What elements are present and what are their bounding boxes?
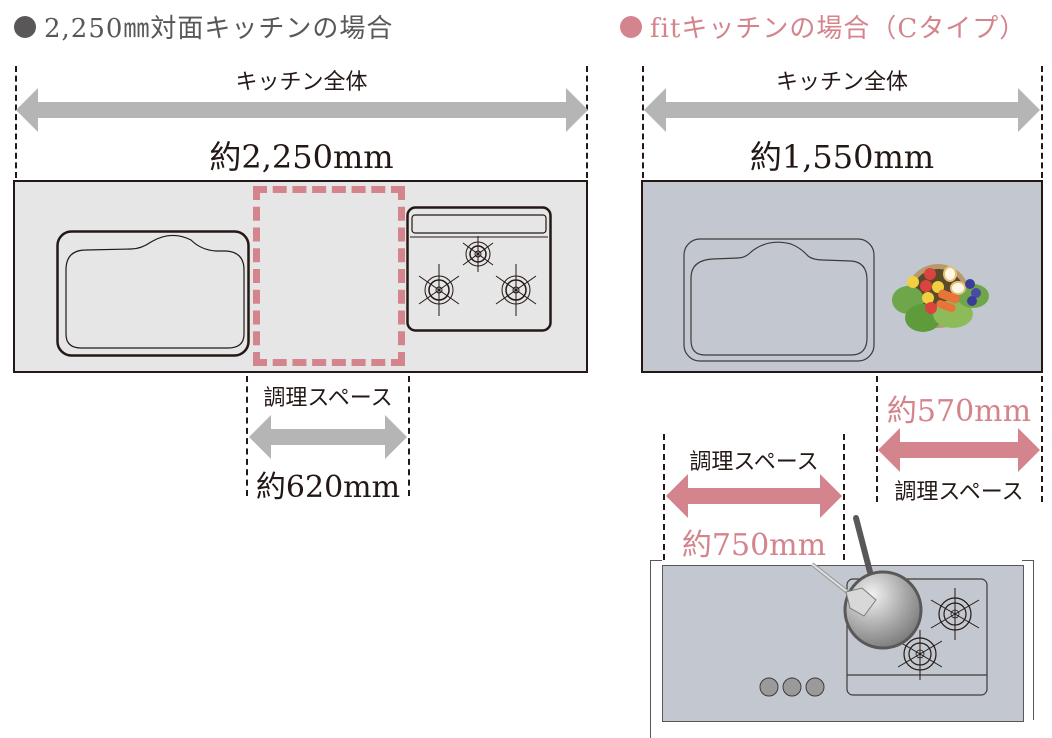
right-space-b-label: 調理スペース [689,450,819,475]
left-title: 2,250㎜対面キッチンの場合 [44,14,394,44]
side-panel-right [1022,560,1034,720]
left-space-guide-right [408,376,410,496]
right-total-label: キッチン全体 [775,70,908,95]
right-total-guide-right [1041,66,1043,178]
left-space-guide-left [246,376,248,496]
left-total-arrow-icon [16,88,588,132]
cooking-space-highlight [253,186,405,366]
left-space-label: 調理スペース [263,386,393,411]
right-total-guide-left [642,66,644,178]
right-space-a-guide-right [1041,376,1043,502]
right-total-arrow-icon [644,88,1040,132]
left-total-guide-left [15,66,17,178]
left-total-value: 約2,250mm [209,138,394,176]
left-space-arrow-icon [249,415,407,459]
control-knobs-icon [759,677,825,697]
right-space-a-label: 調理スペース [894,480,1024,505]
right-total-value: 約1,550mm [749,138,935,176]
sink-icon [56,230,250,357]
left-total-label: キッチン全体 [235,70,368,95]
salad-bowl-icon [892,264,989,332]
bullet-icon [620,15,642,38]
right-space-a-arrow-icon [878,428,1040,472]
bullet-icon [14,15,36,38]
right-counter [641,180,1043,373]
left-space-value: 約620mm [255,470,401,505]
right-space-b-value: 約750mm [681,528,827,563]
three-burner-stove-icon [406,206,552,332]
left-heading: 2,250㎜対面キッチンの場合 [14,8,393,45]
right-space-b-guide-right [843,434,845,560]
right-heading: fitキッチンの場合（Cタイプ） [620,8,1026,45]
two-burner-stove-icon [846,578,988,696]
sink-icon [683,238,875,362]
right-title: fitキッチンの場合（Cタイプ） [650,14,1027,44]
frying-pan-icon [810,515,923,650]
right-space-a-value: 約570mm [886,394,1032,429]
stove-counter [662,565,1024,722]
right-space-a-guide-left [876,376,878,502]
side-panel-left [650,560,662,738]
right-space-b-guide-left [663,434,665,560]
right-space-b-arrow-icon [666,474,842,518]
left-total-guide-right [586,66,588,178]
left-counter [13,180,588,373]
